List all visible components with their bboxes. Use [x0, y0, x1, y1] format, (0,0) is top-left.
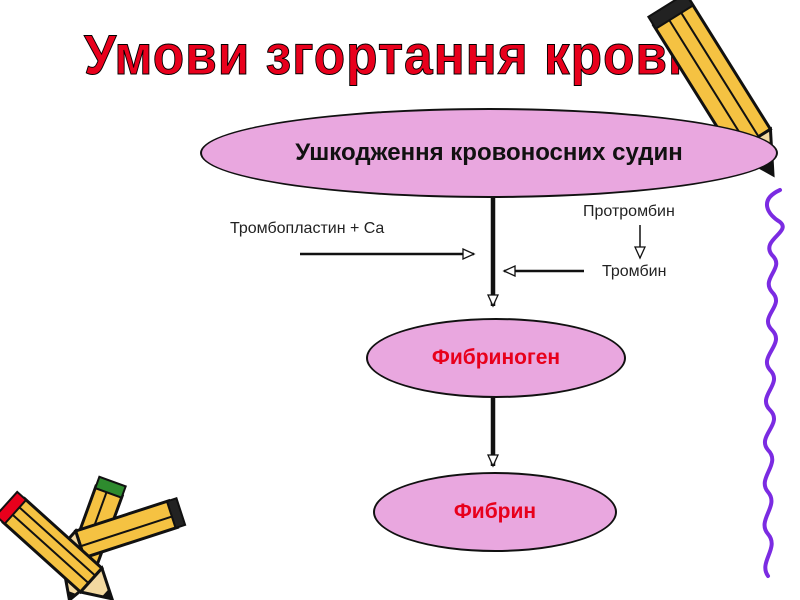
node-vessel-damage: Ушкодження кровоносних судин	[200, 108, 778, 198]
node-vessel-damage-label: Ушкодження кровоносних судин	[295, 139, 683, 166]
node-fibrin: Фибрин	[373, 472, 617, 552]
node-fibrinogen-label: Фибриноген	[431, 346, 561, 369]
label-thromboplastin: Тромбопластин + Ca	[230, 220, 385, 237]
node-fibrinogen: Фибриноген	[366, 318, 626, 398]
crossed-pencils-icon	[0, 475, 187, 600]
slide-title: Умови згортання крові	[84, 23, 684, 87]
label-prothrombin: Протромбин	[583, 203, 675, 220]
label-thrombin: Тромбин	[602, 263, 667, 280]
squiggle-line	[762, 188, 785, 578]
node-fibrin-label: Фибрин	[453, 500, 537, 523]
